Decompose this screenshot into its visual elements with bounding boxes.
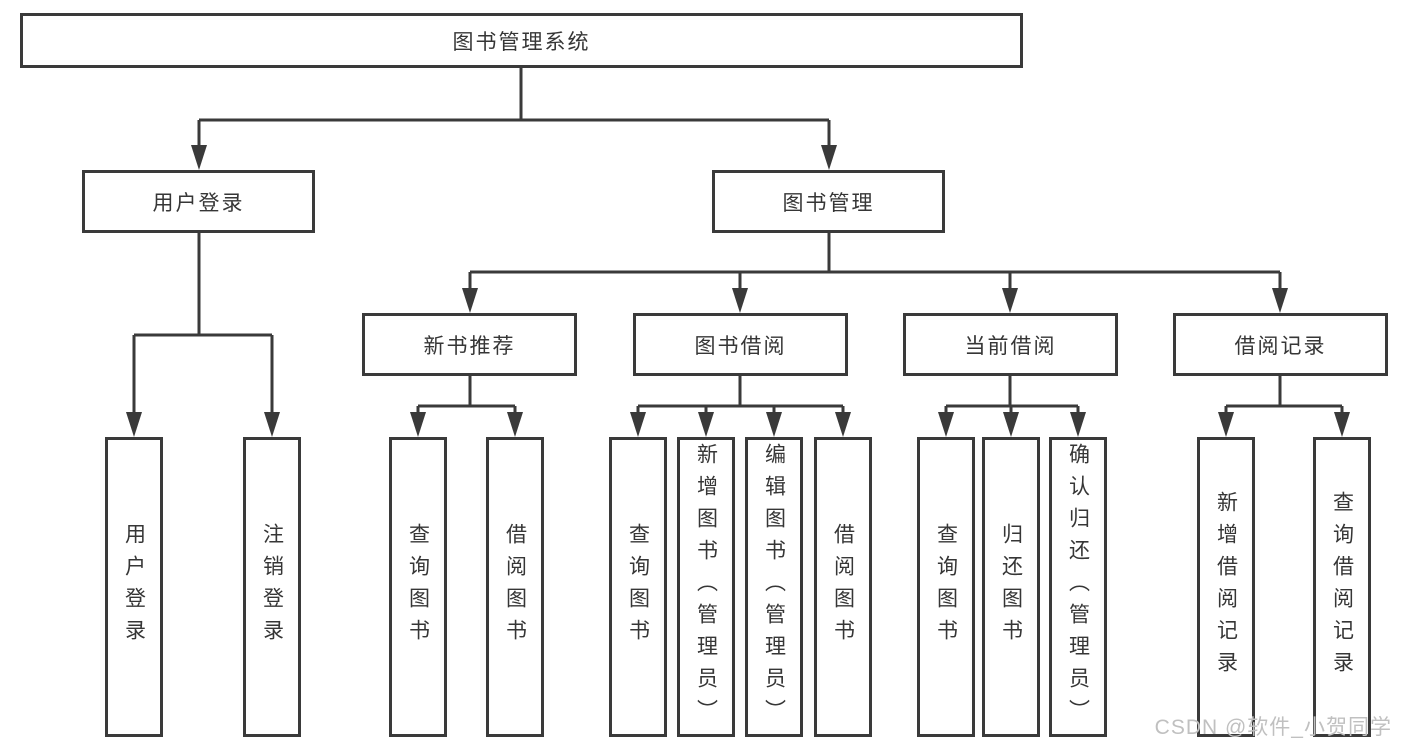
- leaf-logout: 注销登录: [243, 437, 301, 737]
- watermark: CSDN @软件_小贺同学: [1154, 716, 1392, 739]
- leaf-borrow-books-borrowing: 借阅图书: [814, 437, 872, 737]
- node-new-book-recommend: 新书推荐: [362, 313, 577, 376]
- node-current-borrowing: 当前借阅: [903, 313, 1118, 376]
- leaf-return-books: 归还图书: [982, 437, 1040, 737]
- leaf-query-books-current: 查询图书: [917, 437, 975, 737]
- leaf-add-books-admin: 新增图书（管理员）: [677, 437, 735, 737]
- node-user-login: 用户登录: [82, 170, 315, 233]
- leaf-query-books-borrowing: 查询图书: [609, 437, 667, 737]
- leaf-confirm-return-admin: 确认归还（管理员）: [1049, 437, 1107, 737]
- leaf-user-login: 用户登录: [105, 437, 163, 737]
- node-book-borrowing: 图书借阅: [633, 313, 848, 376]
- node-root: 图书管理系统: [20, 13, 1023, 68]
- leaf-borrow-books-recommend: 借阅图书: [486, 437, 544, 737]
- leaf-add-borrow-record: 新增借阅记录: [1197, 437, 1255, 737]
- leaf-edit-books-admin: 编辑图书（管理员）: [745, 437, 803, 737]
- node-book-management: 图书管理: [712, 170, 945, 233]
- arrowheads: [126, 145, 1350, 437]
- leaf-query-borrow-record: 查询借阅记录: [1313, 437, 1371, 737]
- leaf-query-books-recommend: 查询图书: [389, 437, 447, 737]
- node-borrowing-records: 借阅记录: [1173, 313, 1388, 376]
